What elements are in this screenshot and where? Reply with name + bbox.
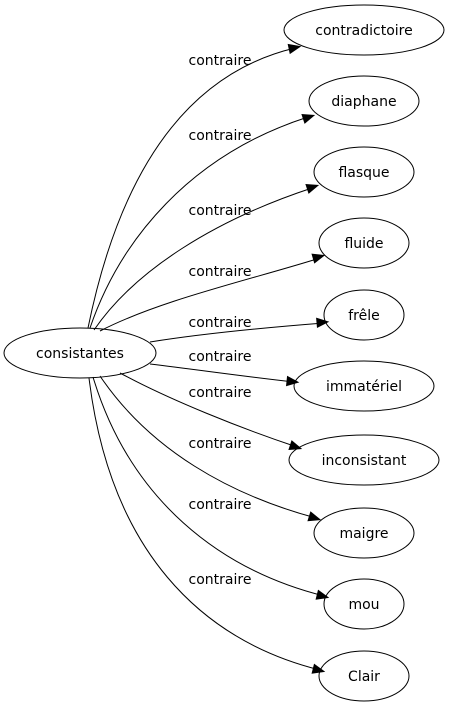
edge-label-immateriel: contraire [189, 349, 252, 365]
edge-line-flasque [93, 187, 313, 331]
source-node[interactable]: consistantes [3, 327, 157, 379]
target-node-contradictoire[interactable]: contradictoire [283, 4, 445, 56]
edge-arrowhead-maigre [307, 511, 322, 522]
target-node-ellipse [293, 360, 435, 412]
edge-line-diaphane [89, 116, 309, 329]
source-node-label: consistantes [36, 346, 124, 362]
edge-arrowhead-diaphane [301, 113, 316, 124]
edge-arrowhead-contradictoire [287, 43, 302, 55]
target-node-label: frêle [348, 308, 380, 324]
target-node-label: contradictoire [315, 23, 412, 39]
edge-label-frele: contraire [189, 315, 252, 331]
target-node-label: Clair [348, 669, 380, 685]
target-node-label: diaphane [331, 94, 396, 110]
target-node-inconsistant[interactable]: inconsistant [288, 434, 440, 486]
edge-arrowhead-flasque [305, 183, 320, 194]
target-node-label: fluide [344, 236, 383, 252]
target-node-mou[interactable]: mou [323, 578, 405, 630]
target-node-label: immatériel [326, 379, 402, 395]
edge-line-inconsistant [119, 372, 298, 448]
edge-label-contradictoire: contraire [189, 53, 252, 69]
edge-line-contradictoire [87, 47, 296, 329]
target-node-label: flasque [338, 165, 389, 181]
edge-label-flasque: contraire [189, 203, 252, 219]
target-node-ellipse [308, 75, 420, 127]
target-node-ellipse [318, 650, 410, 702]
edge-label-inconsistant: contraire [189, 385, 252, 401]
edge-arrowhead-inconsistant [288, 440, 303, 451]
edge-line-immateriel [149, 363, 295, 383]
source-node-ellipse [3, 327, 157, 379]
edge-line-mou [92, 376, 325, 597]
target-node-fluide[interactable]: fluide [318, 217, 410, 269]
edge-line-fluide [99, 257, 321, 332]
target-node-ellipse [323, 289, 405, 341]
edge-arrowhead-fluide [311, 253, 326, 264]
target-node-immateriel[interactable]: immatériel [293, 360, 435, 412]
target-node-ellipse [318, 217, 410, 269]
target-node-ellipse [313, 507, 415, 559]
edge-label-mou: contraire [189, 497, 252, 513]
target-node-label: mou [348, 597, 379, 613]
target-node-label: maigre [339, 526, 388, 542]
edge-line-frele [149, 322, 325, 343]
target-node-flasque[interactable]: flasque [313, 146, 415, 198]
target-node-label: inconsistant [322, 453, 407, 469]
target-node-ellipse [323, 578, 405, 630]
target-node-maigre[interactable]: maigre [313, 507, 415, 559]
nodes-layer: consistantes contradictoire diaphane flasq… [3, 4, 445, 702]
edge-label-maigre: contraire [189, 436, 252, 452]
target-node-ellipse [288, 434, 440, 486]
target-node-ellipse [283, 4, 445, 56]
edge-line-maigre [99, 375, 317, 519]
target-node-diaphane[interactable]: diaphane [308, 75, 420, 127]
edges-layer: contraire contraire contraire contraire cont… [87, 43, 330, 674]
edge-label-fluide: contraire [189, 264, 252, 280]
edge-arrowhead-clair [311, 663, 326, 674]
target-node-ellipse [313, 146, 415, 198]
edge-line-clair [88, 377, 321, 671]
edge-arrowhead-immateriel [286, 375, 300, 387]
edge-label-clair: contraire [189, 572, 252, 588]
target-node-frele[interactable]: frêle [323, 289, 405, 341]
target-node-clair[interactable]: Clair [318, 650, 410, 702]
edge-label-diaphane: contraire [189, 128, 252, 144]
edge-arrowhead-frele [316, 317, 330, 329]
